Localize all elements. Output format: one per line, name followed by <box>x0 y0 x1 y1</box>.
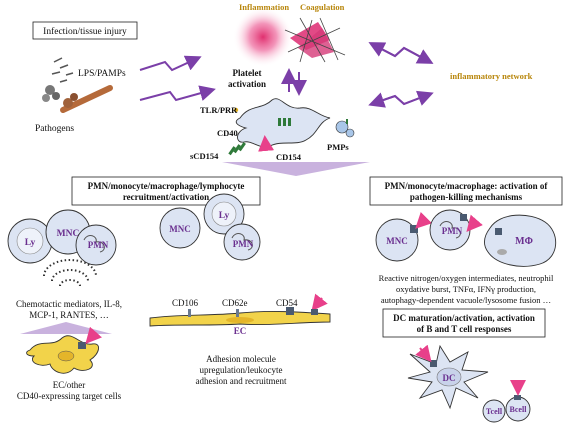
inflammation-label: Inflammation <box>239 2 289 12</box>
ly-cell: Ly <box>7 218 53 264</box>
chemo-line2: MCP-1, RANTES, … <box>29 310 109 320</box>
endothelium-icon <box>149 307 331 327</box>
left-box-line2: recruitment/activation <box>123 192 209 202</box>
upward-triangle <box>20 322 112 334</box>
bcell-label: Bcell <box>510 405 528 414</box>
infection-label: Infection/tissue injury <box>43 26 127 37</box>
infection-box: Infection/tissue injury <box>32 21 138 40</box>
mnc-cell-mid: MNC <box>159 207 201 249</box>
mnc-pink-arrow <box>415 211 433 229</box>
adhesion-line3: adhesion and recruitment <box>196 376 287 386</box>
killing-line3: autophagy-dependent vacuole/lysosome fus… <box>381 295 551 305</box>
scd154-label: sCD154 <box>190 151 219 161</box>
chemo-line1: Chemotactic mediators, IL-8, <box>16 299 122 309</box>
platelet-cell-icon <box>233 98 331 148</box>
right-box-line2: pathogen-killing mechanisms <box>410 192 523 202</box>
pathogens-label: Pathogens <box>35 124 74 134</box>
ec-label: EC <box>234 326 247 336</box>
platelet-label-2: activation <box>228 79 266 89</box>
pathogens-icon <box>42 85 113 113</box>
dendritic-cell: DC <box>407 344 489 410</box>
dc-box-line2: of B and T cell responses <box>417 324 512 334</box>
killing-line1: Reactive nitrogen/oxygen intermediates, … <box>379 273 554 283</box>
right-box-line1: PMN/monocyte/macrophage: activation of <box>385 181 549 191</box>
cd40-label: CD40 <box>217 128 238 138</box>
mphi-label: MΦ <box>515 236 533 247</box>
pmn-pink-arrow <box>466 214 483 233</box>
pmn-label-1: PMN <box>88 240 109 250</box>
network-label: inflammatory network <box>450 71 533 81</box>
scd154-icon <box>228 142 246 156</box>
chemokine-dots-icon <box>43 259 97 287</box>
t-cell: Tcell <box>482 399 506 423</box>
right-box: PMN/monocyte/macrophage: activation of p… <box>369 176 563 206</box>
left-box-line1: PMN/monocyte/macrophage/lymphocyte <box>88 181 245 191</box>
ly-label-2: Ly <box>219 211 230 221</box>
tcell-label: Tcell <box>486 407 503 416</box>
ec-target-cell-icon <box>26 335 99 374</box>
pmn-label-2: PMN <box>233 239 254 249</box>
pmps-icon <box>335 119 355 138</box>
cd106-label: CD106 <box>172 298 199 308</box>
dc-box-line1: DC maturation/activation, activation <box>393 313 535 323</box>
cd154-label: CD154 <box>276 152 302 162</box>
mnc-label-2: MNC <box>169 224 191 234</box>
mnc-label-1: MNC <box>57 229 80 239</box>
arrow-network-1 <box>371 43 434 64</box>
pmn-cell-right: PMN <box>429 209 471 251</box>
cd62e-label: CD62e <box>222 298 248 308</box>
arrow-network-1b <box>368 42 431 63</box>
clot-icon <box>284 17 346 63</box>
pmps-label: PMPs <box>327 142 349 152</box>
cd40-pink-arrow <box>258 135 275 152</box>
pmn-label-3: PMN <box>442 226 463 236</box>
b-cell: Bcell <box>505 395 531 422</box>
coagulation-label: Coagulation <box>300 2 345 12</box>
lps-label: LPS/PAMPs <box>78 69 126 79</box>
downward-triangle <box>222 162 370 176</box>
arrow-network-2b <box>368 92 431 108</box>
mnc-label-3: MNC <box>386 236 408 246</box>
dc-pink-arrow <box>415 344 432 363</box>
arrow-pamps-to-platelet <box>139 85 216 102</box>
ec-other-line2: CD40-expressing target cells <box>17 391 122 401</box>
cd54-label: CD54 <box>276 298 298 308</box>
macrophage-cell: MΦ <box>483 214 557 267</box>
ly-label-1: Ly <box>25 238 36 248</box>
ec-surface-pink-arrow <box>311 293 328 312</box>
tlr-label: TLR/PRR <box>200 105 238 115</box>
pmn-cell-mid: PMN <box>223 223 261 261</box>
ec-pink-arrow <box>85 326 102 344</box>
mnc-cell-right: MNC <box>375 218 419 262</box>
inflammation-glow-icon <box>233 7 293 67</box>
dc-label: DC <box>443 373 456 383</box>
arrow-pamps-to-inflammation <box>139 55 202 72</box>
adhesion-line1: Adhesion molecule <box>206 354 276 364</box>
platelet-label-1: Platelet <box>233 68 262 78</box>
adhesion-line2: upregulation/leukocyte <box>200 365 283 375</box>
killing-line2: oxydative burst, TNFα, IFNγ production, <box>396 284 536 294</box>
dc-box: DC maturation/activation, activation of … <box>382 308 546 338</box>
pamps-icon <box>51 57 74 83</box>
ly-cell-mid: Ly <box>203 193 245 235</box>
pmn-cell-left: PMN <box>75 224 117 266</box>
ec-other-line1: EC/other <box>53 380 86 390</box>
